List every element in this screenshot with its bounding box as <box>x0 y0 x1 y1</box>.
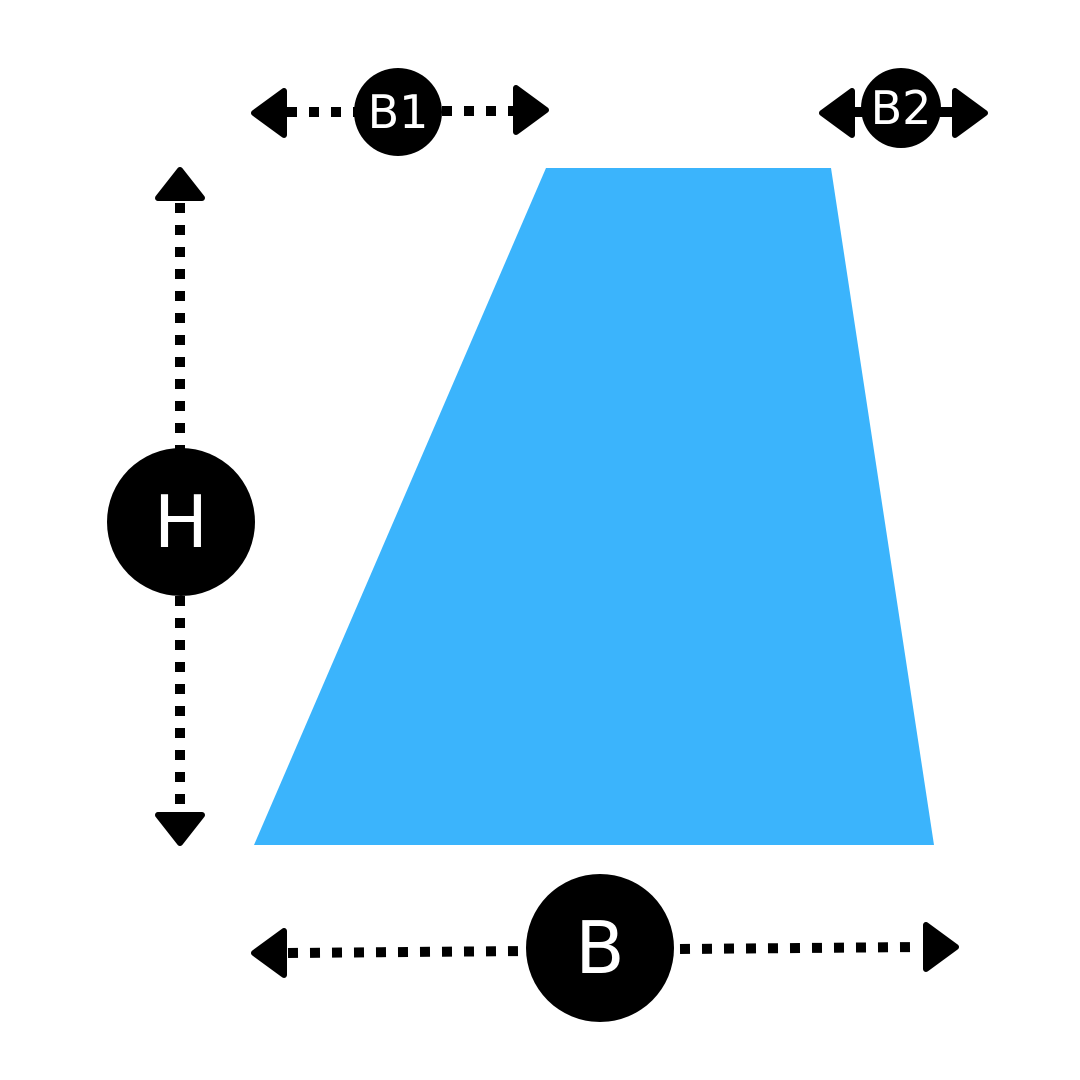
h-label: H <box>154 480 208 564</box>
b2-label-circle <box>861 68 941 148</box>
arrowhead-left-icon <box>819 88 855 138</box>
arrowhead-down-icon <box>155 812 205 846</box>
b1-dimension: B1 <box>251 68 549 156</box>
h-dimension: H <box>107 167 255 846</box>
arrowhead-right-icon <box>923 922 959 972</box>
arrowhead-right-icon <box>513 85 549 135</box>
b2-dimension: B2 <box>819 68 988 148</box>
b1-label-circle <box>354 68 442 156</box>
arrowhead-left-icon <box>251 88 287 138</box>
b-dotted-line-left <box>287 946 528 958</box>
arrowhead-up-icon <box>155 167 205 201</box>
b-label: B <box>575 906 624 990</box>
b-dimension: B <box>251 874 959 1022</box>
arrowhead-left-icon <box>251 928 287 978</box>
b1-label: B1 <box>368 85 429 139</box>
b-label-circle <box>526 874 674 1022</box>
b-dotted-line-right <box>679 942 923 954</box>
trapezoid-shape <box>254 168 934 845</box>
arrowhead-right-icon <box>952 88 988 138</box>
b2-label: B2 <box>871 81 932 135</box>
h-label-circle <box>107 448 255 596</box>
